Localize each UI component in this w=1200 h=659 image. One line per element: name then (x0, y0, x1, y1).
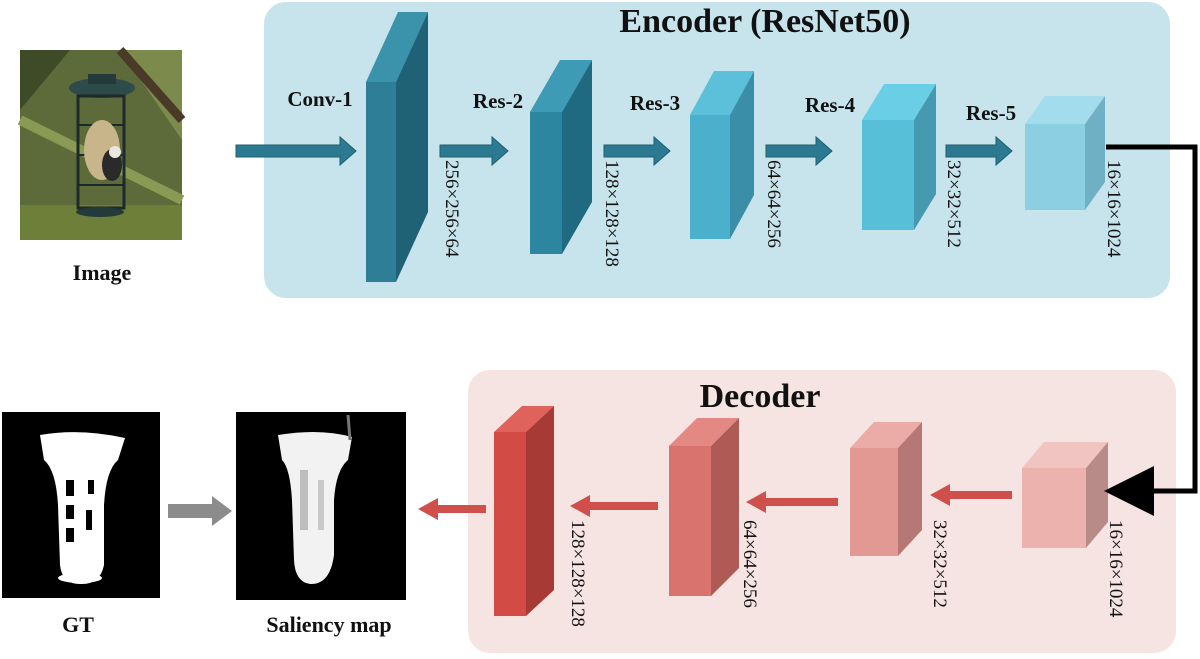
decoder-arrow-2 (746, 491, 838, 513)
saliency-map-label: Saliency map (266, 612, 391, 637)
saliency-map-image (236, 412, 406, 600)
decoder-panel (468, 370, 1176, 653)
encoder-block-1 (366, 12, 428, 282)
encoder-dim-2: 128×128×128 (601, 160, 622, 267)
input-image (17, 47, 186, 240)
stage-label-4: Res-4 (805, 93, 856, 117)
encoder-arrow-2 (439, 135, 509, 167)
decoder-dim-1: 128×128×128 (567, 520, 588, 627)
decoder-block-3 (850, 422, 922, 556)
decoder-arrow-4 (418, 498, 486, 520)
stage-label-3: Res-3 (630, 91, 680, 115)
encoder-arrow-3 (603, 135, 671, 167)
gt-label: GT (62, 612, 94, 637)
stage-label-5: Res-5 (966, 101, 1016, 125)
stage-label-2: Res-2 (473, 89, 523, 113)
decoder-block-2 (669, 418, 739, 596)
encoder-arrow-5 (945, 135, 1013, 167)
encoder-title: Encoder (ResNet50) (619, 3, 910, 40)
encoder-arrows: Conv-1 Res-2 Res-3 Res-4 Res-5 (235, 87, 1016, 167)
stage-label-1: Conv-1 (287, 87, 352, 111)
encoder-blocks: 256×256×64 128×128×128 64×64×256 32×32×512 1… (366, 12, 1124, 282)
decoder-title: Decoder (700, 378, 821, 415)
decoder-dim-2: 64×64×256 (739, 520, 760, 608)
decoder-block-1 (494, 406, 554, 616)
encoder-dim-1: 256×256×64 (441, 160, 462, 258)
decoder-arrow-1 (930, 484, 1012, 506)
gray-arrow (168, 496, 232, 526)
encoder-decoder-connector (1104, 144, 1198, 516)
image-label: Image (73, 260, 132, 285)
decoder-arrow-3 (570, 495, 658, 517)
encoder-arrow-4 (765, 135, 833, 167)
decoder-blocks: 128×128×128 64×64×256 32×32×512 16×16×1024 (494, 406, 1126, 627)
encoder-block-2 (530, 60, 592, 254)
gt-image (2, 412, 160, 598)
encoder-block-5 (1025, 96, 1105, 210)
decoder-dim-4: 16×16×1024 (1105, 520, 1126, 618)
encoder-block-3 (690, 71, 754, 239)
encoder-block-4 (862, 84, 936, 230)
encoder-dim-4: 32×32×512 (943, 160, 964, 248)
encoder-dim-3: 64×64×256 (763, 160, 784, 248)
encoder-arrow-1 (235, 135, 357, 167)
encoder-dim-5: 16×16×1024 (1103, 160, 1124, 258)
decoder-arrows (418, 484, 1012, 520)
decoder-block-4 (1022, 442, 1108, 548)
decoder-dim-3: 32×32×512 (929, 520, 950, 608)
